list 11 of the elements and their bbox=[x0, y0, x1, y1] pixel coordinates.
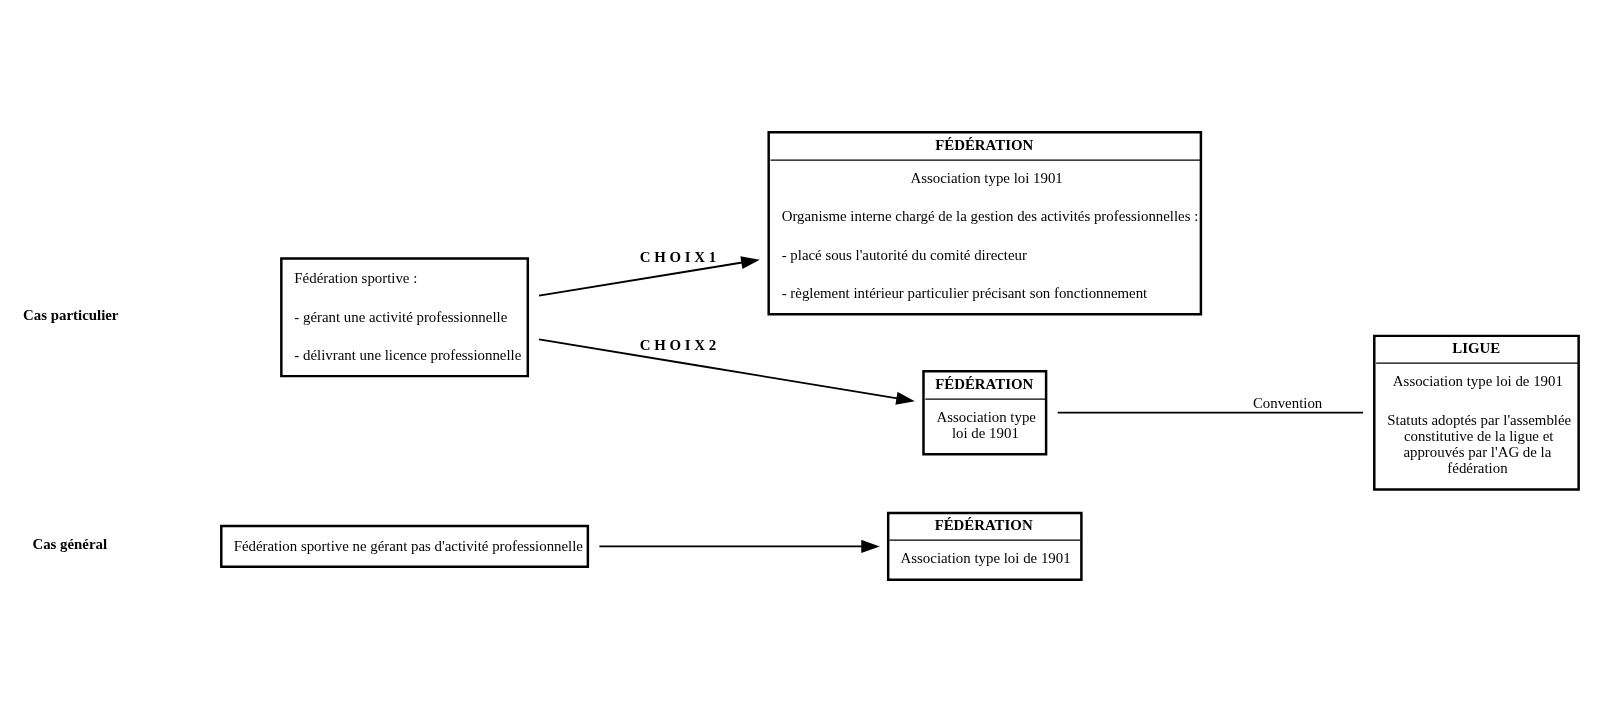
edge-label: C H O I X 2 bbox=[639, 337, 717, 354]
arrow bbox=[598, 539, 880, 553]
connector bbox=[1056, 411, 1364, 414]
node-box: Fédération sportive : - gérant une activité professionnelle - délivrant une licence professionnelle bbox=[280, 257, 530, 378]
edge-label: C H O I X 1 bbox=[639, 249, 717, 266]
arrow bbox=[538, 256, 760, 297]
edge-label: Convention bbox=[1252, 395, 1323, 412]
arrow bbox=[538, 338, 915, 405]
label: Cas particulier bbox=[23, 306, 119, 323]
label: Cas général bbox=[32, 536, 108, 553]
node-box: Fédération sportive ne gérant pas d'activité professionnelle bbox=[220, 524, 590, 569]
